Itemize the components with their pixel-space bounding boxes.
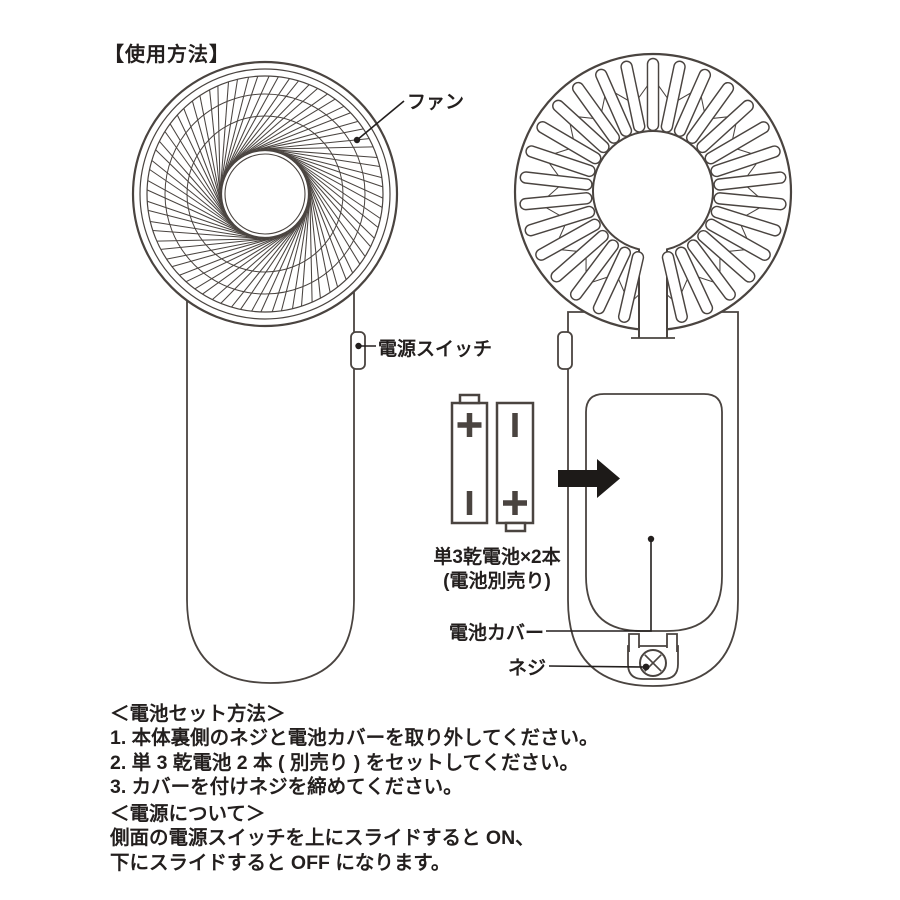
power-switch-label: 電源スイッチ: [378, 339, 493, 360]
insert-direction-arrow-icon: [558, 459, 620, 498]
page-title: 【使用方法】: [104, 44, 230, 66]
screw-bracket-prong-right: [666, 633, 678, 652]
instruction-line: 3. カバーを付けネジを締めてください。: [110, 775, 463, 798]
screw-label-leader: [548, 663, 650, 671]
fan-back-view-illustration: [513, 52, 793, 687]
power-switch-label-leader: [355, 342, 376, 350]
instruction-line: 側面の電源スイッチを上にスライドすると ON、: [110, 827, 535, 850]
screw-bracket-prong-left: [628, 633, 640, 652]
fan-label: ファン: [407, 92, 465, 113]
screw-label: ネジ: [507, 658, 546, 679]
fan-blades: [146, 75, 384, 313]
fan-label-leader: [353, 100, 405, 144]
label-leader-lines: [353, 100, 655, 671]
fan-hub-inner-ring: [224, 153, 306, 235]
battery-left: [450, 393, 489, 525]
battery-spec-line1: 単3乾電池×2本: [433, 547, 561, 568]
screw-icon: [639, 649, 667, 677]
instruction-line: 2. 単 3 乾電池 2 本 ( 別売り ) をセットしてください。: [110, 751, 580, 774]
power-switch-tab-front: [350, 331, 366, 370]
battery-spec-line2: (電池別売り): [443, 571, 551, 592]
power-switch-tab-back: [557, 331, 573, 370]
battery-install-section: ＜電池セット方法＞ 1. 本体裏側のネジと電池カバーを取り外してください。 2.…: [110, 702, 599, 799]
fan-grille-ring: [146, 75, 384, 313]
battery-spec-caption: 単3乾電池×2本 (電池別売り): [408, 546, 586, 594]
battery-right: [495, 401, 535, 533]
fan-back-body: [567, 311, 739, 687]
fan-back-vent-slats: [520, 59, 786, 322]
battery-compartment-outline: [585, 393, 723, 632]
fan-hub: [219, 148, 311, 240]
instruction-line: 1. 本体裏側のネジと電池カバーを取り外してください。: [110, 727, 599, 750]
instruction-line: 下にスライドすると OFF になります。: [110, 851, 451, 874]
fan-front-view-illustration: [131, 60, 399, 684]
fan-blade-web-inner: [186, 115, 344, 273]
battery-plus-icon: [503, 491, 527, 515]
battery-cover-label-leader: [546, 535, 655, 632]
section-heading: ＜電池セット方法＞: [110, 703, 286, 725]
section-heading: ＜電源について＞: [110, 803, 266, 826]
fan-front-body: [186, 259, 355, 684]
battery-pair-illustration: [450, 393, 535, 533]
power-section: ＜電源について＞ 側面の電源スイッチを上にスライドすると ON、 下にスライドす…: [110, 802, 599, 875]
instruction-text: ＜電池セット方法＞ 1. 本体裏側のネジと電池カバーを取り外してください。 2.…: [110, 702, 599, 875]
fan-blade-web-outer: [164, 93, 366, 295]
fan-head-inner-ring: [139, 68, 391, 320]
battery-cover-label: 電池カバー: [448, 623, 544, 644]
battery-plus-icon: [457, 413, 482, 437]
